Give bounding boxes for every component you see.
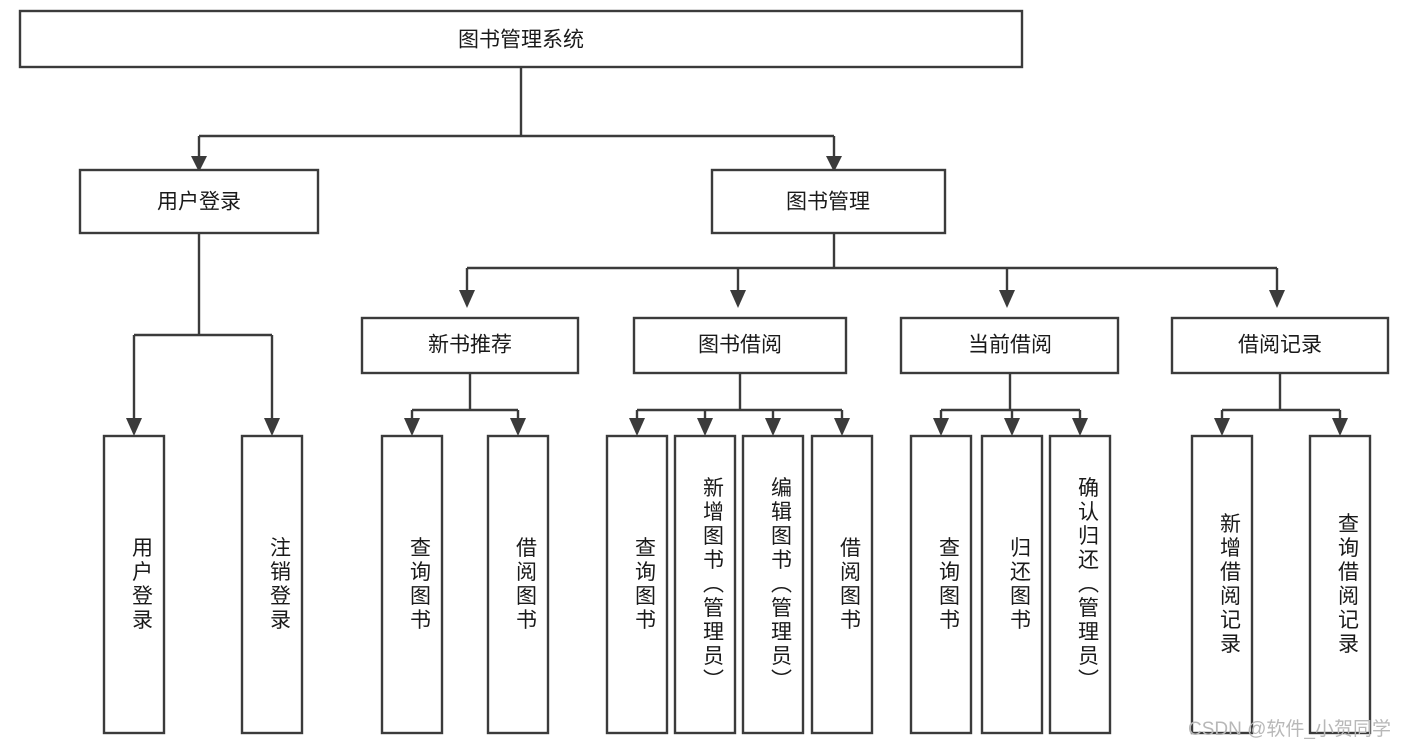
node-current-borrow-label: 当前借阅 bbox=[968, 334, 1052, 357]
arrow-head-leaf-query-book-1 bbox=[404, 418, 420, 436]
arrow-head-leaf-borrow-book-2 bbox=[834, 418, 850, 436]
arrow-head-borrow-record bbox=[1269, 290, 1285, 308]
node-leaf-user-logout-box[interactable] bbox=[240, 434, 304, 735]
node-leaf-add-book-label: 新增图书（管理员） bbox=[701, 477, 725, 693]
node-leaf-query-book-2-label: 查询图书 bbox=[633, 537, 657, 633]
arrow-head-book-borrow bbox=[730, 290, 746, 308]
node-leaf-add-book[interactable]: 新增图书（管理员） bbox=[673, 434, 737, 735]
node-new-book-recommend-box[interactable] bbox=[360, 316, 580, 375]
node-leaf-edit-book-box[interactable] bbox=[741, 434, 805, 735]
node-leaf-query-book-1-box[interactable] bbox=[380, 434, 444, 735]
arrow-head-book-management bbox=[826, 156, 842, 172]
node-book-management[interactable]: 图书管理 bbox=[710, 168, 947, 235]
node-leaf-confirm-return-label: 确认归还（管理员） bbox=[1076, 477, 1100, 693]
node-leaf-borrow-book-2-box[interactable] bbox=[810, 434, 874, 735]
arrow-head-leaf-return-book bbox=[1004, 418, 1020, 436]
node-leaf-add-borrow-record-box[interactable] bbox=[1190, 434, 1254, 735]
node-current-borrow[interactable]: 当前借阅 bbox=[899, 316, 1120, 375]
node-leaf-borrow-book-2-label: 借阅图书 bbox=[838, 537, 862, 633]
node-leaf-add-book-box[interactable] bbox=[673, 434, 737, 735]
arrow-head-new-book-recommend bbox=[459, 290, 475, 308]
node-leaf-return-book-box[interactable] bbox=[980, 434, 1044, 735]
node-leaf-query-book-3[interactable]: 查询图书 bbox=[909, 434, 973, 735]
node-root-label: 图书管理系统 bbox=[458, 29, 584, 52]
arrow-head-leaf-borrow-book-1 bbox=[510, 418, 526, 436]
node-book-management-box[interactable] bbox=[710, 168, 947, 235]
node-user-login[interactable]: 用户登录 bbox=[78, 168, 320, 235]
node-leaf-edit-book-label: 编辑图书（管理员） bbox=[769, 477, 793, 693]
node-leaf-add-borrow-record[interactable]: 新增借阅记录 bbox=[1190, 434, 1254, 735]
node-leaf-confirm-return[interactable]: 确认归还（管理员） bbox=[1048, 434, 1112, 735]
arrow-head-leaf-user-logout bbox=[264, 418, 280, 436]
arrow-head-leaf-query-borrow-record bbox=[1332, 418, 1348, 436]
node-current-borrow-box[interactable] bbox=[899, 316, 1120, 375]
node-leaf-user-logout-label: 注销登录 bbox=[268, 537, 292, 633]
node-leaf-query-book-1-label: 查询图书 bbox=[408, 537, 432, 633]
node-user-login-box[interactable] bbox=[78, 168, 320, 235]
arrow-head-leaf-query-book-3 bbox=[933, 418, 949, 436]
arrow-head-leaf-query-book-2 bbox=[629, 418, 645, 436]
node-leaf-return-book[interactable]: 归还图书 bbox=[980, 434, 1044, 735]
node-leaf-borrow-book-1-label: 借阅图书 bbox=[514, 537, 538, 633]
node-leaf-query-book-2-box[interactable] bbox=[605, 434, 669, 735]
node-book-borrow-label: 图书借阅 bbox=[698, 334, 782, 357]
node-leaf-query-borrow-record[interactable]: 查询借阅记录 bbox=[1308, 434, 1372, 735]
node-borrow-record-label: 借阅记录 bbox=[1238, 334, 1322, 357]
arrow-head-leaf-user-login bbox=[126, 418, 142, 436]
node-leaf-edit-book[interactable]: 编辑图书（管理员） bbox=[741, 434, 805, 735]
node-book-borrow[interactable]: 图书借阅 bbox=[632, 316, 848, 375]
connector-layer bbox=[126, 67, 1348, 436]
node-leaf-user-login-box[interactable] bbox=[102, 434, 166, 735]
node-leaf-borrow-book-2[interactable]: 借阅图书 bbox=[810, 434, 874, 735]
node-leaf-user-login[interactable]: 用户登录 bbox=[102, 434, 166, 735]
node-book-borrow-box[interactable] bbox=[632, 316, 848, 375]
node-leaf-borrow-book-1-box[interactable] bbox=[486, 434, 550, 735]
node-book-management-label: 图书管理 bbox=[786, 191, 870, 214]
node-leaf-query-book-3-label: 查询图书 bbox=[937, 537, 961, 633]
node-leaf-borrow-book-1[interactable]: 借阅图书 bbox=[486, 434, 550, 735]
node-borrow-record-box[interactable] bbox=[1170, 316, 1390, 375]
node-leaf-query-book-1[interactable]: 查询图书 bbox=[380, 434, 444, 735]
node-root[interactable]: 图书管理系统 bbox=[18, 9, 1024, 69]
node-leaf-user-logout[interactable]: 注销登录 bbox=[240, 434, 304, 735]
node-leaf-query-book-2[interactable]: 查询图书 bbox=[605, 434, 669, 735]
node-root-box[interactable] bbox=[18, 9, 1024, 69]
node-new-book-recommend[interactable]: 新书推荐 bbox=[360, 316, 580, 375]
arrow-head-user-login bbox=[191, 156, 207, 172]
node-leaf-query-borrow-record-label: 查询借阅记录 bbox=[1336, 513, 1360, 657]
node-leaf-query-borrow-record-box[interactable] bbox=[1308, 434, 1372, 735]
node-leaf-return-book-label: 归还图书 bbox=[1008, 537, 1032, 633]
arrow-head-leaf-add-borrow-record bbox=[1214, 418, 1230, 436]
node-leaf-add-borrow-record-label: 新增借阅记录 bbox=[1218, 513, 1242, 657]
node-leaf-user-login-label: 用户登录 bbox=[130, 537, 154, 633]
arrow-head-leaf-edit-book bbox=[765, 418, 781, 436]
node-borrow-record[interactable]: 借阅记录 bbox=[1170, 316, 1390, 375]
arrow-head-leaf-add-book bbox=[697, 418, 713, 436]
node-user-login-label: 用户登录 bbox=[157, 191, 241, 214]
node-leaf-query-book-3-box[interactable] bbox=[909, 434, 973, 735]
node-new-book-recommend-label: 新书推荐 bbox=[428, 334, 512, 357]
node-leaf-confirm-return-box[interactable] bbox=[1048, 434, 1112, 735]
arrow-head-leaf-confirm-return bbox=[1072, 418, 1088, 436]
arrow-head-current-borrow bbox=[999, 290, 1015, 308]
